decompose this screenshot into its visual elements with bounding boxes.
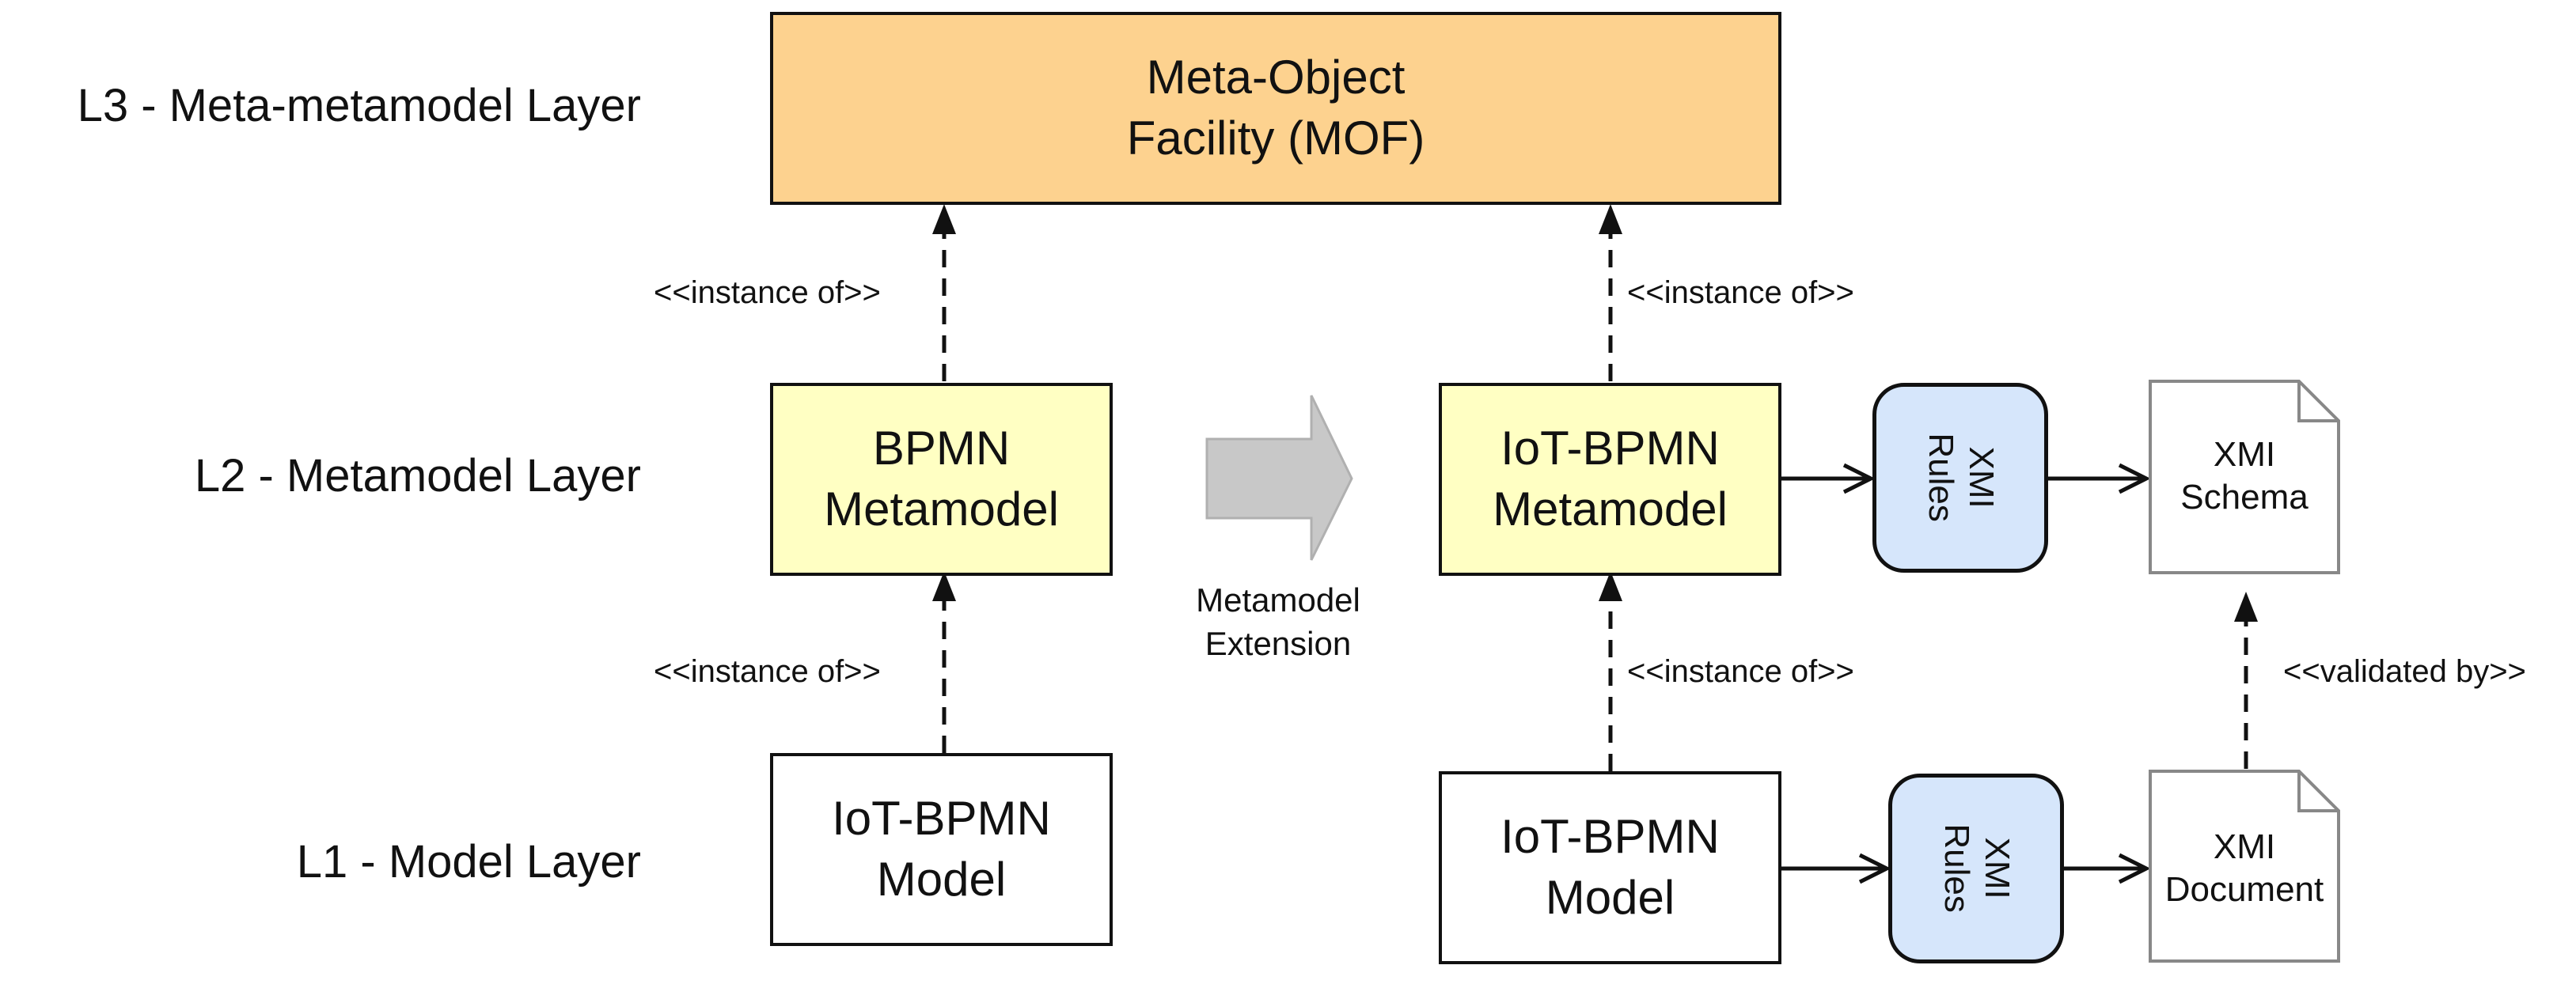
instance-of-label-right-upper: <<instance of>> xyxy=(1627,275,1854,310)
xmi-rules-bottom-line1: XMI xyxy=(1977,837,2016,900)
bpmn-metamodel-line2: Metamodel xyxy=(824,483,1059,536)
metamodel-extension-line2: Extension xyxy=(1205,624,1352,662)
metamodel-extension-line1: Metamodel xyxy=(1196,581,1360,619)
arrowhead-right-lower xyxy=(1599,571,1622,601)
xmi-document-fold xyxy=(2297,771,2339,812)
arrowhead-left-upper xyxy=(932,204,956,234)
xmi-schema-fold xyxy=(2297,381,2339,422)
xmi-schema-line1: XMI xyxy=(2213,435,2276,474)
arrowhead-left-lower xyxy=(932,571,956,601)
iot-bpmn-metamodel-box: IoT-BPMN Metamodel xyxy=(1439,383,1781,576)
instance-of-label-left-lower: <<instance of>> xyxy=(654,654,881,689)
iot-bpmn-model-left-line2: Model xyxy=(876,853,1007,906)
instance-of-label-left-upper: <<instance of>> xyxy=(654,275,881,310)
xmi-document-line2: Document xyxy=(2164,869,2324,909)
iot-bpmn-model-left-line1: IoT-BPMN xyxy=(832,792,1051,846)
layer-label-l1: L1 - Model Layer xyxy=(296,836,641,887)
iot-bpmn-metamodel-line1: IoT-BPMN xyxy=(1500,422,1720,475)
iot-bpmn-model-right-line1: IoT-BPMN xyxy=(1500,810,1720,864)
layer-label-l2: L2 - Metamodel Layer xyxy=(194,450,641,501)
instance-of-label-right-lower: <<instance of>> xyxy=(1627,654,1854,689)
xmi-document-text: XMI Document xyxy=(2150,826,2339,910)
xmi-rules-top-line1: XMI xyxy=(1961,446,2001,509)
bpmn-metamodel-box: BPMN Metamodel xyxy=(770,383,1113,576)
mof-line2: Facility (MOF) xyxy=(1126,112,1425,165)
open-arrowhead-4 xyxy=(2118,853,2151,884)
bpmn-metamodel-line1: BPMN xyxy=(872,422,1011,475)
arrowhead-validated-by xyxy=(2234,592,2258,622)
iot-bpmn-metamodel-line2: Metamodel xyxy=(1493,483,1728,536)
open-arrowhead-2 xyxy=(2118,463,2151,494)
xmi-schema-text: XMI Schema xyxy=(2150,433,2339,518)
mof-line1: Meta-Object xyxy=(1146,51,1406,104)
iot-bpmn-model-right-box: IoT-BPMN Model xyxy=(1439,771,1781,964)
xmi-document-doc-shape xyxy=(2149,770,2340,963)
iot-bpmn-model-left-box: IoT-BPMN Model xyxy=(770,753,1113,946)
validated-by-label: <<validated by>> xyxy=(2283,654,2526,689)
xmi-schema-line2: Schema xyxy=(2180,477,2309,517)
xmi-rules-top-box: XMI Rules xyxy=(1872,383,2048,573)
iot-bpmn-model-right-line2: Model xyxy=(1545,871,1675,924)
open-arrowhead-3 xyxy=(1858,853,1891,884)
open-arrowhead-1 xyxy=(1842,463,1876,494)
mof-box: Meta-Object Facility (MOF) xyxy=(770,12,1781,205)
xmi-rules-top-line2: Rules xyxy=(1922,433,1960,523)
arrowhead-right-upper xyxy=(1599,204,1622,234)
xmi-rules-bottom-text: XMI Rules xyxy=(1936,824,2016,914)
metamodel-extension-label: Metamodel Extension xyxy=(1163,579,1393,665)
xmi-rules-top-text: XMI Rules xyxy=(1920,433,2001,523)
xmi-rules-bottom-box: XMI Rules xyxy=(1888,774,2064,963)
xmi-schema-doc-shape xyxy=(2149,380,2340,574)
xmi-rules-bottom-line2: Rules xyxy=(1937,823,1976,914)
metamodel-extension-arrow xyxy=(1205,395,1353,561)
xmi-document-line1: XMI xyxy=(2213,827,2276,866)
layer-label-l3: L3 - Meta-metamodel Layer xyxy=(77,80,641,131)
